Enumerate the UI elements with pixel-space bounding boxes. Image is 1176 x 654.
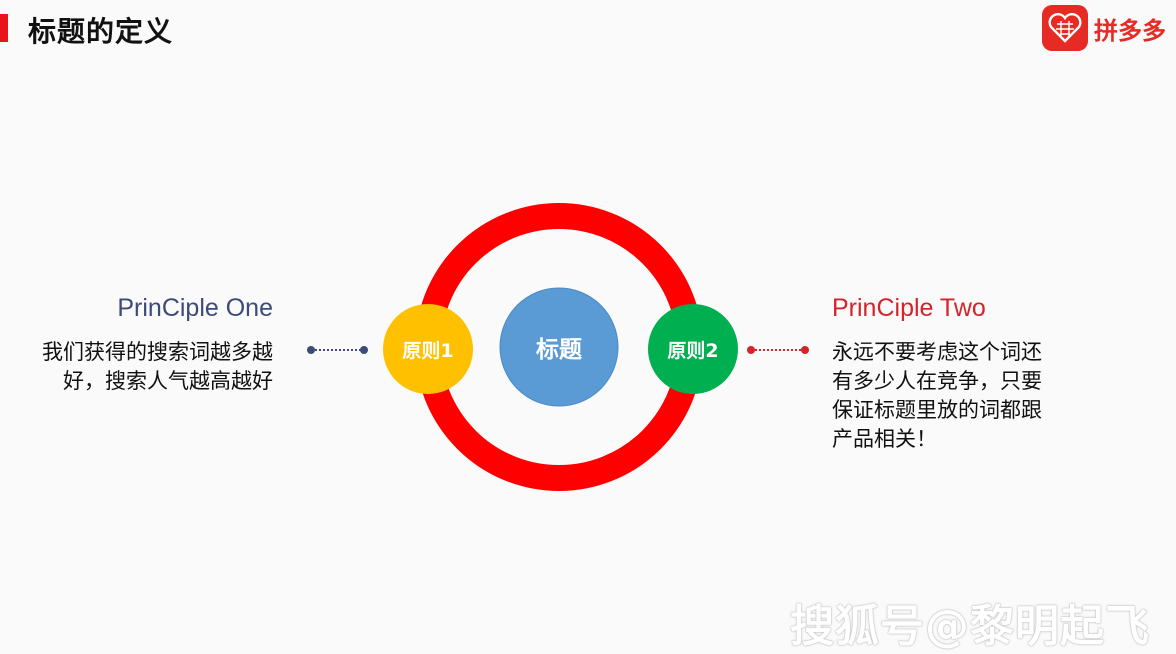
left-node-label: 原则1: [402, 339, 454, 362]
left-connector-dot-outer: [307, 346, 315, 354]
center-node: [499, 287, 619, 407]
right-node: [648, 304, 738, 394]
left-node: [383, 304, 473, 394]
logo: 拼多多: [1042, 5, 1176, 51]
left-connector-dot-inner: [360, 346, 368, 354]
right-connector-dot-outer: [801, 346, 809, 354]
principle-two-title: PrinCiple Two: [832, 294, 986, 322]
title-accent-bar: [0, 14, 8, 42]
principle-one-title: PrinCiple One: [117, 294, 273, 322]
right-connector-dot-inner: [747, 346, 755, 354]
right-node-label: 原则2: [667, 339, 719, 362]
page-title: 标题的定义: [28, 15, 174, 48]
center-node-label: 标题: [536, 337, 582, 363]
principle-two-body: 永远不要考虑这个词还有多少人在竞争，只要保证标题里放的词都跟产品相关！: [832, 340, 1042, 451]
heart-icon: [1048, 13, 1082, 43]
watermark: 搜狐号@黎明起飞: [790, 601, 1150, 652]
principle-one-body: 我们获得的搜索词越多越好，搜索人气越高越好: [42, 340, 273, 393]
logo-text: 拼多多: [1094, 16, 1166, 45]
logo-badge-icon: [1042, 5, 1088, 51]
